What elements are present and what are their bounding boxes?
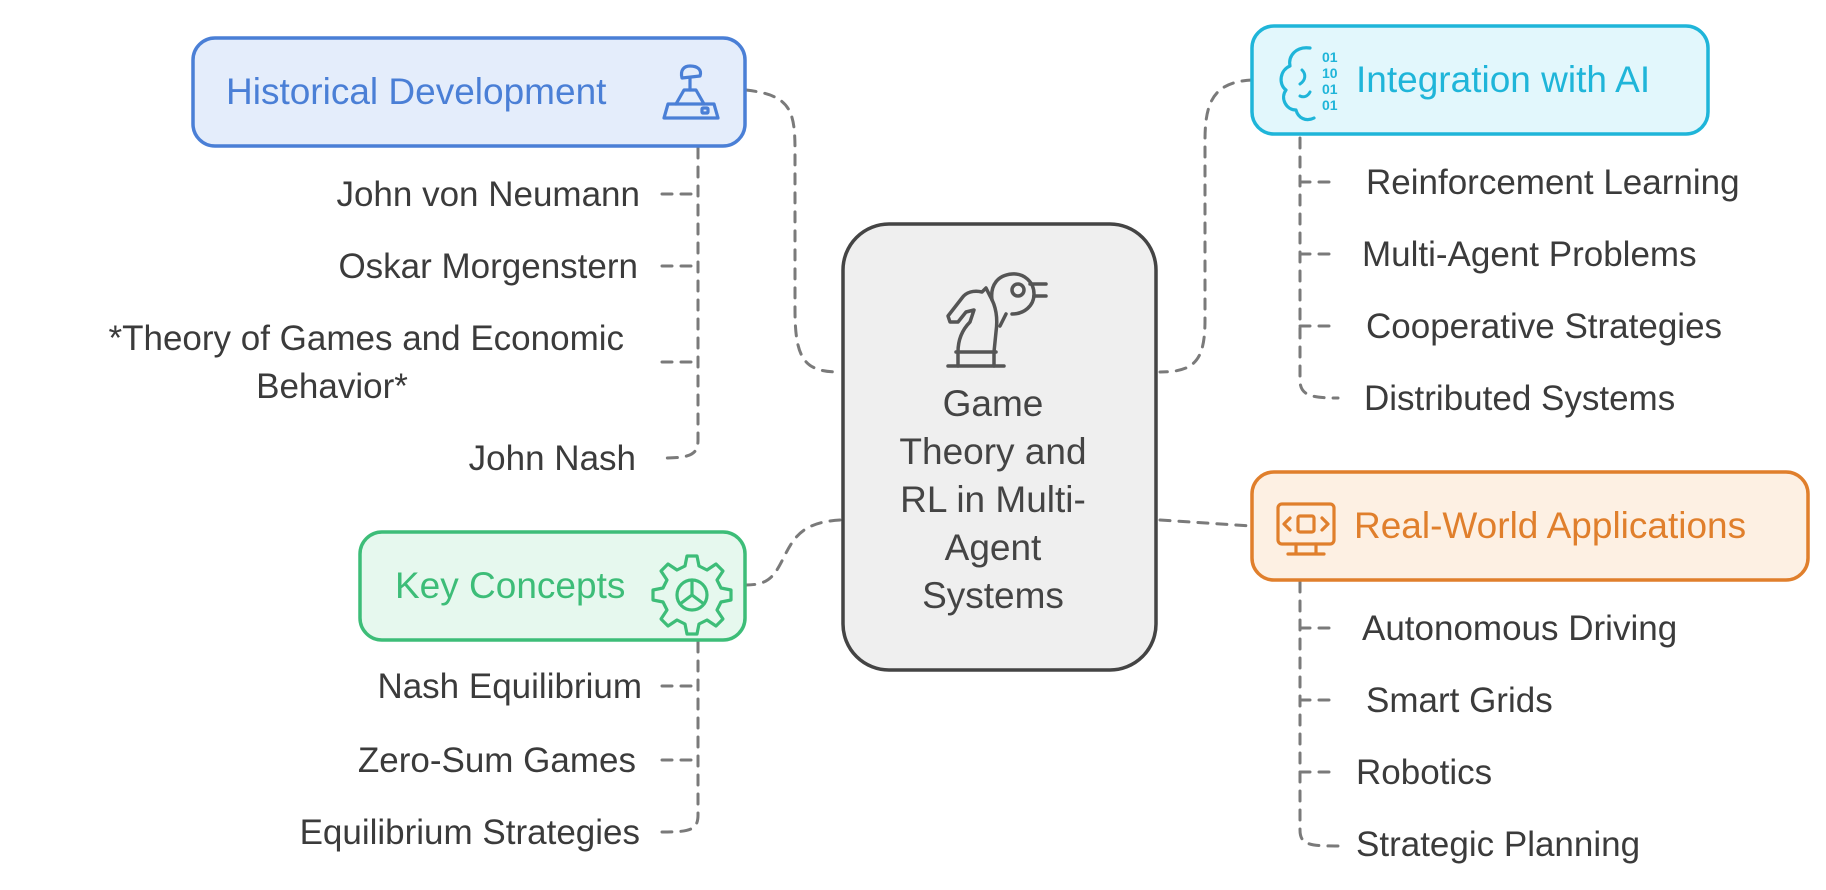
integration-item-2: Multi-Agent Problems <box>1362 235 1697 274</box>
key-concepts-box <box>358 530 747 642</box>
center-box <box>841 222 1158 672</box>
connector-historical <box>744 88 842 374</box>
monitor-code-icon <box>1276 502 1336 556</box>
historical-item-4: John Nash <box>469 439 636 478</box>
integration-item-1: Reinforcement Learning <box>1366 163 1740 202</box>
svg-text:01: 01 <box>1322 81 1338 97</box>
joystick-icon <box>662 64 720 120</box>
integration-title: Integration with AI <box>1356 59 1650 100</box>
historical-item-1: John von Neumann <box>336 175 640 214</box>
connector-key-concepts <box>744 518 842 587</box>
brain-binary-icon: 01 10 01 01 <box>1279 46 1338 122</box>
connector-applications-items <box>1298 580 1340 848</box>
key-item-2: Zero-Sum Games <box>358 741 636 780</box>
category-applications: Real-World Applications Autonomous Drivi… <box>1250 470 1810 864</box>
integration-box <box>1250 24 1710 136</box>
category-historical: Historical Development John von Neumann … <box>108 36 747 478</box>
connector-key-items <box>660 640 700 834</box>
center-line-1: Game <box>943 383 1044 424</box>
connectors <box>660 78 1340 848</box>
center-line-2: Theory and <box>899 431 1086 472</box>
svg-text:10: 10 <box>1322 65 1338 81</box>
applications-item-4: Strategic Planning <box>1356 825 1640 864</box>
connector-integration-items <box>1298 136 1340 400</box>
historical-title: Historical Development <box>226 71 607 112</box>
center-line-5: Systems <box>922 575 1064 616</box>
applications-item-2: Smart Grids <box>1366 681 1553 720</box>
integration-item-3: Cooperative Strategies <box>1366 307 1722 346</box>
connector-applications <box>1158 518 1254 528</box>
applications-title: Real-World Applications <box>1354 505 1746 546</box>
connector-integration <box>1158 78 1254 374</box>
connector-historical-items <box>660 146 700 460</box>
historical-item-3a: *Theory of Games and Economic <box>108 319 624 358</box>
center-line-4: Agent <box>945 527 1042 568</box>
historical-item-3b: Behavior* <box>256 367 408 406</box>
gear-icon <box>651 554 733 636</box>
applications-box <box>1250 470 1810 582</box>
category-key-concepts: Key Concepts Nash Equilibrium Zero-Sum G… <box>300 530 747 852</box>
historical-box <box>191 36 747 148</box>
applications-item-3: Robotics <box>1356 753 1492 792</box>
key-item-1: Nash Equilibrium <box>377 667 642 706</box>
svg-text:01: 01 <box>1322 49 1338 65</box>
chess-knight-robot-arm-icon <box>946 272 1048 368</box>
center-line-3: RL in Multi- <box>900 479 1086 520</box>
key-concepts-title: Key Concepts <box>395 565 625 606</box>
applications-item-1: Autonomous Driving <box>1362 609 1677 648</box>
svg-text:01: 01 <box>1322 97 1338 113</box>
historical-item-2: Oskar Morgenstern <box>338 247 638 286</box>
key-item-3: Equilibrium Strategies <box>300 813 640 852</box>
integration-item-4: Distributed Systems <box>1364 379 1675 418</box>
category-integration: 01 10 01 01 Integration with AI Reinforc… <box>1250 24 1740 418</box>
center-node: Game Theory and RL in Multi- Agent Syste… <box>841 222 1158 672</box>
